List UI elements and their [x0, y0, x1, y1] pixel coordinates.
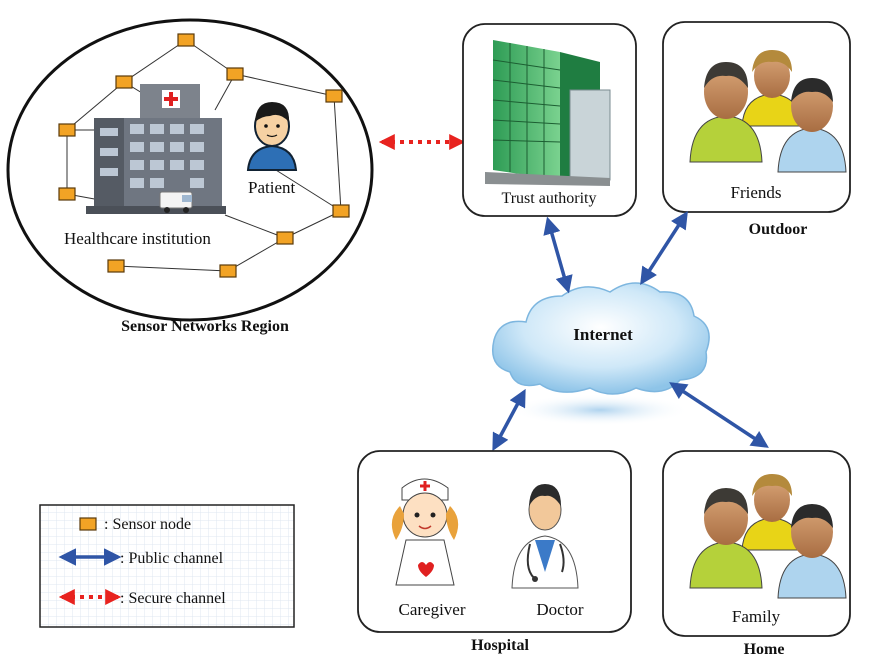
public-channel-arrow	[543, 216, 573, 294]
sensor-node	[276, 231, 294, 245]
home-title: Home	[744, 641, 785, 658]
public-channel-arrow	[669, 382, 769, 448]
sensor-node	[325, 89, 343, 103]
sensor-region-title: Sensor Networks Region	[121, 318, 289, 335]
sensor-node	[58, 187, 76, 201]
caregiver-label: Caregiver	[398, 600, 465, 619]
trust-building-icon	[485, 40, 611, 186]
doctor-label: Doctor	[536, 600, 584, 619]
friends-group-icon	[689, 50, 847, 173]
sensor-node	[226, 67, 244, 81]
sensor-nodes	[58, 33, 350, 278]
internet-label: Internet	[573, 325, 633, 344]
legend-public-channel-label: : Public channel	[120, 550, 224, 567]
sensor-node	[219, 264, 237, 278]
public-channel-arrow	[492, 388, 526, 452]
trust-authority-box: Trust authority	[462, 23, 637, 217]
sensor-networks-region: Patient Healthcare institution Sensor Ne…	[6, 18, 374, 335]
legend: : Sensor node : Public channel : Secure …	[39, 504, 295, 628]
home-box: Family	[662, 450, 851, 637]
doctor-icon	[511, 484, 579, 589]
friends-label: Friends	[731, 183, 782, 202]
outdoor-box: Friends	[662, 21, 851, 213]
patient-icon	[246, 102, 298, 171]
healthcare-building-icon	[86, 84, 226, 214]
family-group-icon	[689, 474, 847, 599]
patient-label: Patient	[248, 178, 295, 197]
healthcare-institution-label: Healthcare institution	[64, 229, 211, 248]
internet-cloud: Internet	[492, 282, 710, 426]
sensor-node	[58, 123, 76, 137]
sensor-node	[177, 33, 195, 47]
sensor-node	[107, 259, 125, 273]
trust-authority-label: Trust authority	[502, 190, 597, 207]
legend-sensor-node-swatch	[79, 517, 97, 531]
caregiver-icon	[391, 478, 459, 586]
public-channel-arrow	[640, 211, 688, 285]
legend-sensor-node-label: : Sensor node	[104, 516, 191, 533]
hospital-box: Caregiver Doctor	[357, 450, 632, 633]
sensor-node	[115, 75, 133, 89]
public-channel-links	[492, 211, 769, 452]
hospital-title: Hospital	[471, 637, 529, 654]
sensor-node	[332, 204, 350, 218]
family-label: Family	[732, 607, 781, 626]
outdoor-title: Outdoor	[749, 221, 808, 238]
legend-secure-channel-label: : Secure channel	[120, 590, 226, 607]
